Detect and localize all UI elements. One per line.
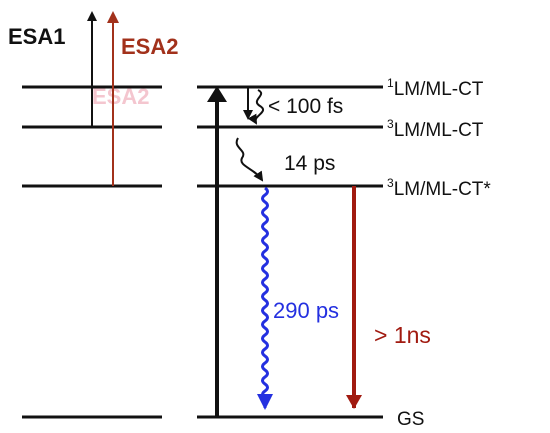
excitation-arrowhead — [207, 86, 227, 102]
esa2-label: ESA2 — [121, 34, 178, 59]
label-t1: 3LM/ML-CT — [387, 117, 484, 141]
relax-time-label: 14 ps — [284, 152, 335, 175]
label-gs: GS — [397, 409, 424, 430]
wavy-decay-arrow — [257, 186, 273, 410]
isc-time-label: < 100 fs — [268, 95, 343, 118]
esa1-label: ESA1 — [8, 24, 65, 49]
label-t1-star: 3LM/ML-CT* — [387, 176, 491, 200]
wavy-decay-label: 290 ps — [273, 298, 339, 323]
label-s1: 1LM/ML-CT — [387, 76, 484, 100]
relax-wavy-arrow — [235, 137, 264, 182]
isc-wavy-arrow — [247, 89, 265, 125]
red-decay-label: > 1ns — [374, 322, 431, 348]
